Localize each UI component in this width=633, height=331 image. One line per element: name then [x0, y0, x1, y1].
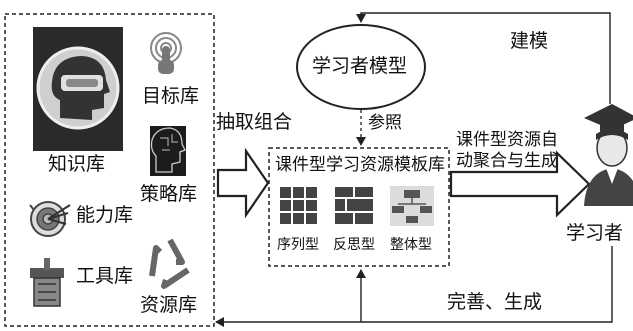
goal-base-label: 目标库 [142, 85, 200, 107]
extract-combine-label: 抽取组合 [216, 111, 293, 133]
learner-model-label: 学习者模型 [312, 55, 408, 77]
refine-line [215, 246, 613, 327]
mosaic-grid-icon [335, 187, 373, 224]
template-box-title: 课件型学习资源模板库 [275, 155, 445, 175]
recycle-icon [149, 238, 190, 289]
learner-model-ellipse [296, 24, 426, 110]
head-circuit-icon [150, 126, 186, 176]
holistic-type-label: 整体型 [390, 237, 432, 253]
modeling-arrow [356, 12, 611, 104]
knowledge-base-label: 知识库 [48, 153, 106, 175]
aggregate-label-line1: 课件型资源自 [456, 130, 558, 150]
refine-generate-label: 完善、生成 [447, 291, 543, 313]
extract-arrow [216, 147, 270, 219]
toolbox-icon [30, 258, 64, 307]
reference-label: 参照 [368, 113, 402, 133]
tool-base-label: 工具库 [76, 265, 134, 287]
graduate-icon [584, 104, 633, 206]
template-box [268, 147, 450, 267]
modeling-label: 建模 [510, 30, 549, 52]
org-chart-icon [390, 186, 434, 226]
sequence-type-label: 序列型 [277, 237, 319, 253]
learner-label: 学习者 [566, 222, 624, 244]
ability-base-label: 能力库 [76, 204, 134, 226]
aggregate-label-line2: 动聚合与生成 [456, 151, 558, 171]
target-finger-icon [150, 32, 182, 74]
aggregate-arrow [449, 150, 591, 218]
dartboard-icon [29, 201, 71, 237]
resource-base-label: 资源库 [140, 294, 198, 316]
grid-3x3-icon [280, 187, 317, 224]
left-group-box [4, 13, 215, 327]
strategy-base-label: 策略库 [140, 183, 198, 205]
reflection-type-label: 反思型 [333, 237, 375, 253]
vr-head-icon [33, 27, 123, 151]
